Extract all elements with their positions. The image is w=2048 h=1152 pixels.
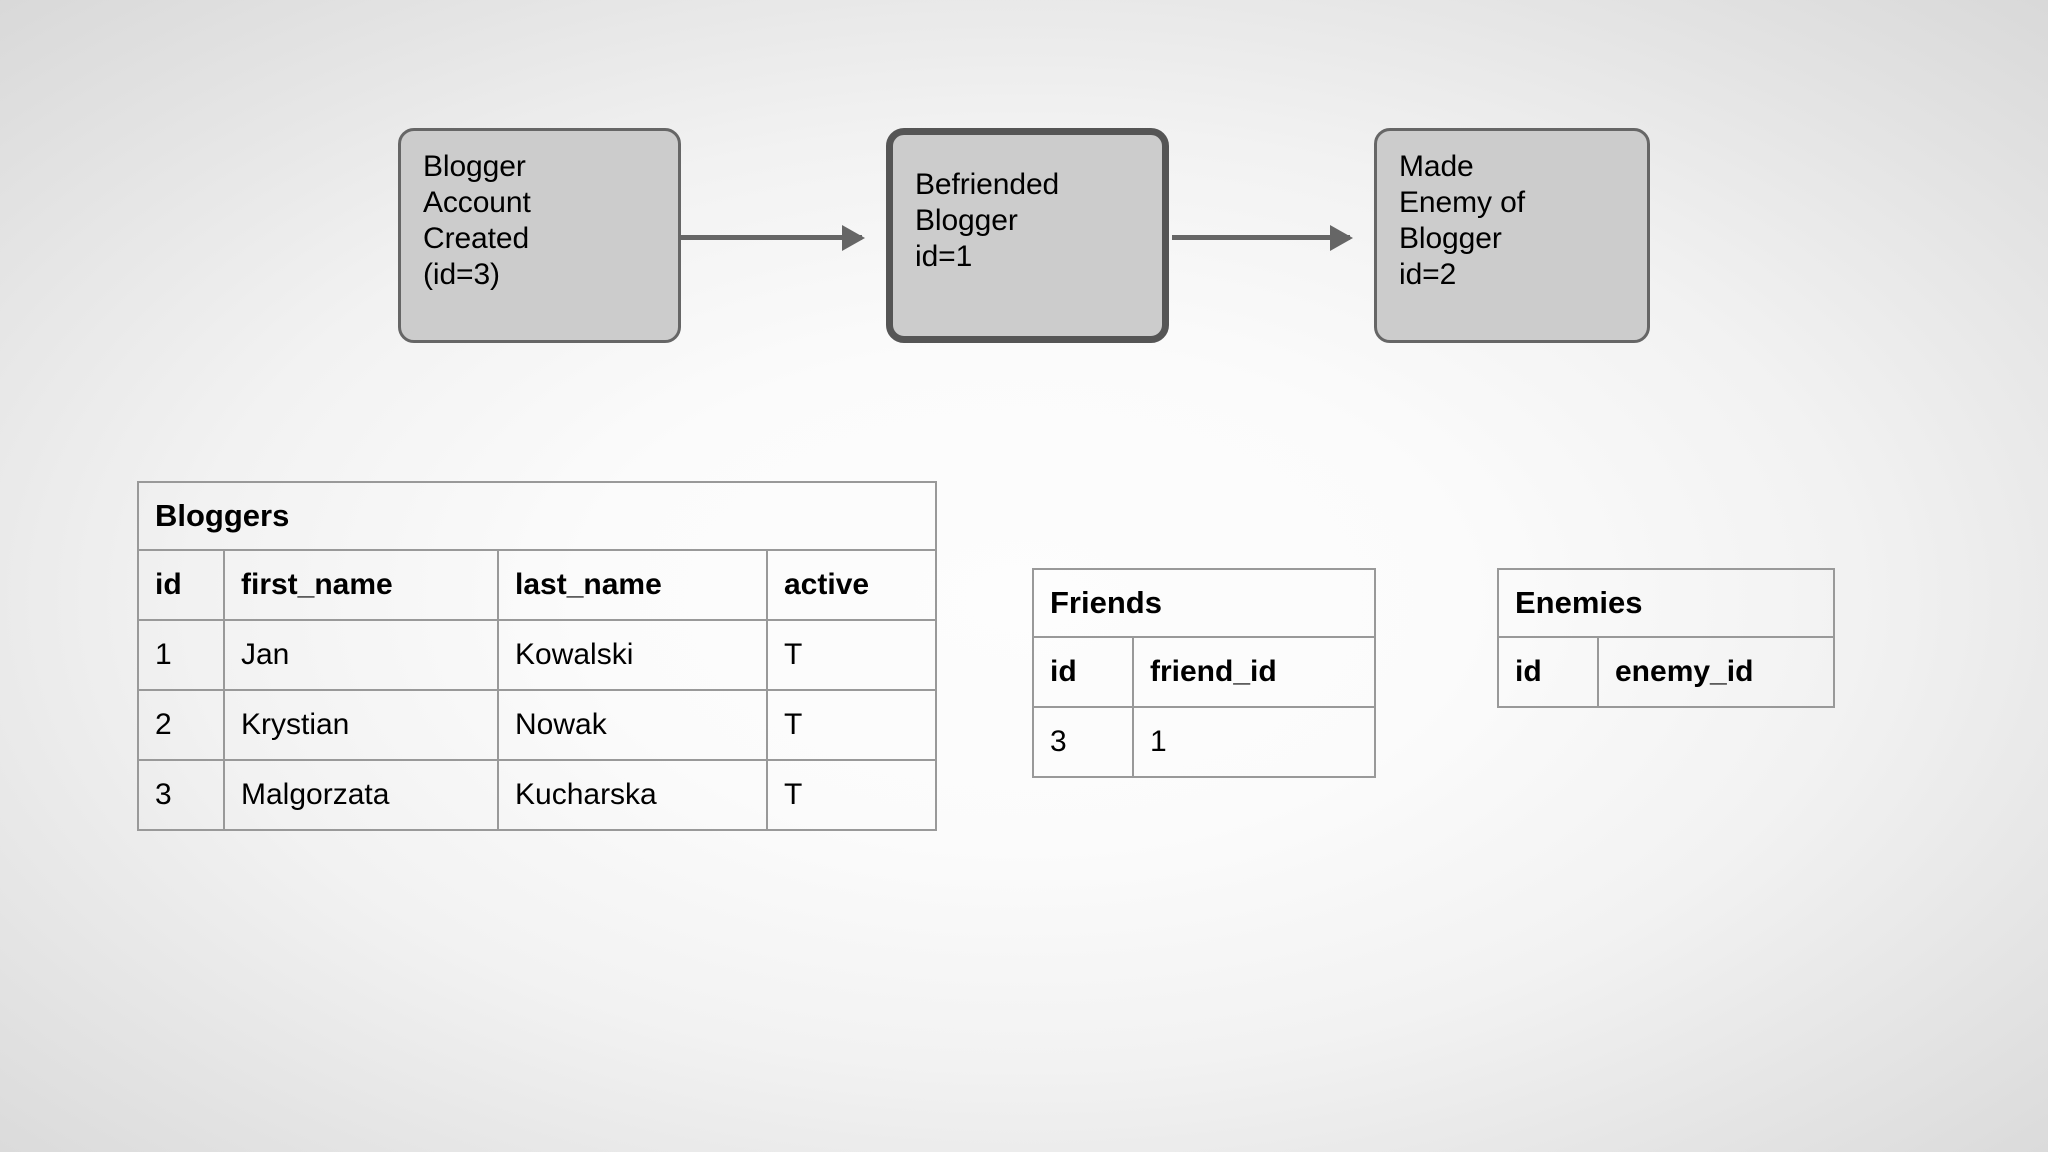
cell-id: 3 — [1032, 706, 1134, 778]
cell-active: T — [766, 619, 937, 691]
flow-node-blogger-account-created[interactable]: Blogger Account Created (id=3) — [398, 128, 681, 343]
cell-first-name: Krystian — [223, 689, 499, 761]
flow-arrow-befriended-to-enemy — [1172, 235, 1350, 240]
table-title-friends: Friends — [1032, 568, 1376, 638]
cell-first-name: Malgorzata — [223, 759, 499, 831]
cell-first-name: Jan — [223, 619, 499, 691]
table-header-row: id enemy_id — [1497, 636, 1835, 708]
column-header-id: id — [1032, 636, 1134, 708]
table-row: 3 1 — [1032, 706, 1376, 778]
flow-arrow-created-to-befriended — [681, 235, 862, 240]
cell-last-name: Nowak — [497, 689, 768, 761]
column-header-id: id — [137, 549, 225, 621]
table-title-bloggers: Bloggers — [137, 481, 937, 551]
cell-id: 3 — [137, 759, 225, 831]
column-header-friend-id: friend_id — [1132, 636, 1376, 708]
column-header-last-name: last_name — [497, 549, 768, 621]
table-title-enemies: Enemies — [1497, 568, 1835, 638]
table-row: 1 Jan Kowalski T — [137, 619, 937, 691]
table-enemies: Enemies id enemy_id — [1497, 568, 1835, 708]
cell-active: T — [766, 689, 937, 761]
table-title-row: Enemies — [1497, 568, 1835, 638]
table-bloggers: Bloggers id first_name last_name active … — [137, 481, 937, 831]
table-title-row: Bloggers — [137, 481, 937, 551]
flow-node-befriended-blogger[interactable]: Befriended Blogger id=1 — [886, 128, 1169, 343]
cell-id: 2 — [137, 689, 225, 761]
table-header-row: id first_name last_name active — [137, 549, 937, 621]
column-header-active: active — [766, 549, 937, 621]
table-row: 3 Malgorzata Kucharska T — [137, 759, 937, 831]
flow-node-made-enemy-of-blogger[interactable]: Made Enemy of Blogger id=2 — [1374, 128, 1650, 343]
cell-last-name: Kowalski — [497, 619, 768, 691]
cell-last-name: Kucharska — [497, 759, 768, 831]
cell-friend-id: 1 — [1132, 706, 1376, 778]
column-header-first-name: first_name — [223, 549, 499, 621]
column-header-enemy-id: enemy_id — [1597, 636, 1835, 708]
table-friends: Friends id friend_id 3 1 — [1032, 568, 1376, 778]
table-header-row: id friend_id — [1032, 636, 1376, 708]
cell-active: T — [766, 759, 937, 831]
cell-id: 1 — [137, 619, 225, 691]
table-title-row: Friends — [1032, 568, 1376, 638]
table-row: 2 Krystian Nowak T — [137, 689, 937, 761]
column-header-id: id — [1497, 636, 1599, 708]
